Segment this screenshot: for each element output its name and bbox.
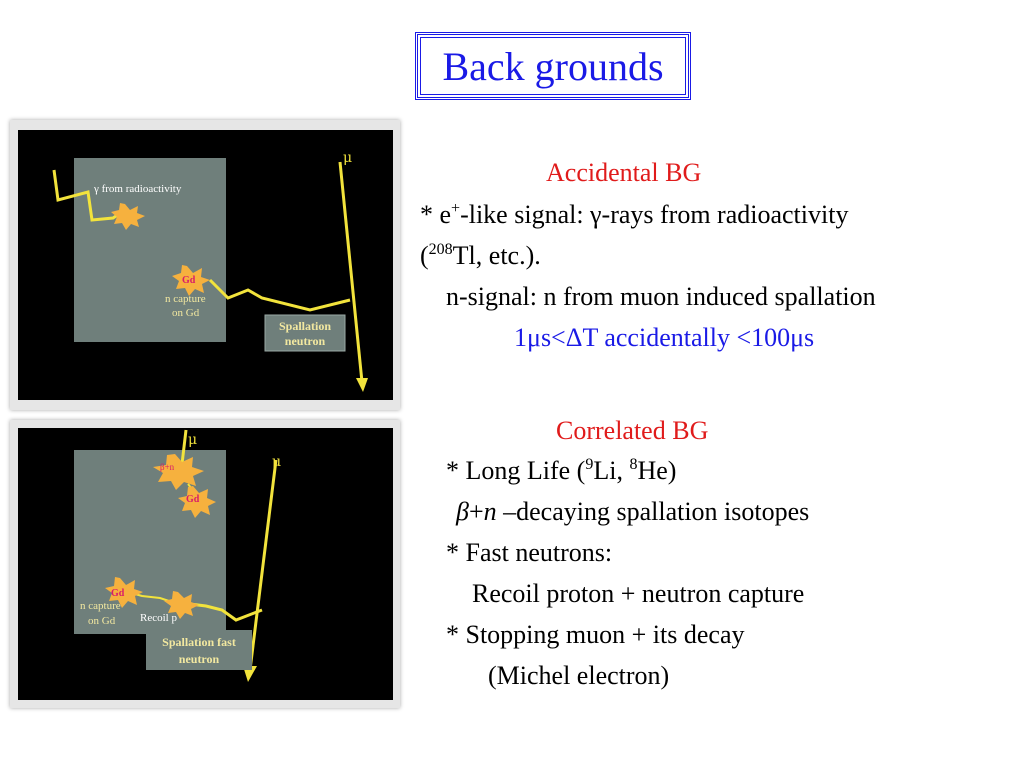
correlated-bg-figure: μ β+n Gd μ Gd n capture on Gd Recoil p S…	[10, 420, 400, 708]
accidental-line-2: (208Tl, etc.).	[420, 241, 541, 270]
gd-star-icon-2	[105, 577, 143, 608]
capture-label-line2: on Gd	[172, 307, 200, 319]
gd-star-icon-1	[178, 486, 216, 518]
correlated-line-6: (Michel electron)	[488, 661, 670, 690]
gd-capture-star-icon	[172, 265, 210, 296]
correlated-diagram: μ β+n Gd μ Gd n capture on Gd Recoil p S…	[18, 428, 393, 700]
capture-label-line2: on Gd	[88, 615, 116, 627]
accidental-heading: Accidental BG	[546, 158, 702, 187]
neutron-track	[208, 278, 351, 312]
gd-label-1: Gd	[186, 494, 200, 505]
spallation-label-line2: neutron	[285, 334, 326, 348]
gamma-star-icon	[111, 203, 145, 230]
muon-track	[338, 161, 364, 383]
spallation-fast-label-line2: neutron	[179, 652, 220, 666]
gamma-label: γ from radioactivity	[93, 183, 182, 195]
correlated-heading: Correlated BG	[556, 416, 709, 445]
spallation-label-box	[264, 314, 346, 352]
spallation-fast-label-line1: Spallation fast	[162, 635, 236, 649]
slide-title: Back grounds	[415, 32, 691, 100]
gamma-track	[52, 169, 123, 222]
detector-volume	[74, 450, 226, 634]
capture-label-line1: n capture	[165, 293, 206, 305]
capture-label-line1: n capture	[80, 600, 121, 612]
detector-volume	[74, 158, 226, 342]
recoil-star-icon	[164, 591, 199, 619]
accidental-bg-figure: μ γ from radioactivity Gd n capture on G…	[10, 120, 400, 410]
correlated-line-4: Recoil proton + neutron capture	[472, 579, 805, 608]
correlated-line-3: * Fast neutrons:	[446, 538, 613, 567]
correlated-line-1: * Long Life (9Li, 8He)	[446, 456, 677, 485]
mu-label: μ	[343, 150, 352, 166]
muon-track-1	[180, 429, 188, 465]
correlated-line-2: β+n –decaying spallation isotopes	[456, 497, 810, 526]
beta-n-label: β+n	[160, 462, 175, 472]
muon-track-2	[248, 459, 278, 671]
beta-n-star-icon	[153, 454, 204, 490]
accidental-diagram: μ γ from radioactivity Gd n capture on G…	[18, 130, 393, 400]
muon-arrow-icon	[356, 378, 368, 392]
gd-label-2: Gd	[111, 588, 125, 599]
accidental-line-1: * e+-like signal: γ-rays from radioactiv…	[420, 200, 849, 229]
gd-label: Gd	[182, 275, 196, 286]
spallation-fast-label-box	[146, 630, 252, 670]
spallation-label-line1: Spallation	[279, 319, 331, 333]
recoil-label: Recoil p	[140, 612, 177, 624]
accidental-line-4: 1μs<ΔT accidentally <100μs	[514, 323, 815, 352]
mu-label-1: μ	[188, 432, 197, 448]
fast-neutron-track	[189, 602, 263, 622]
accidental-line-3: n-signal: n from muon induced spallation	[446, 282, 876, 311]
correlated-line-5: * Stopping muon + its decay	[446, 620, 745, 649]
mu-label-2: μ	[272, 454, 281, 470]
